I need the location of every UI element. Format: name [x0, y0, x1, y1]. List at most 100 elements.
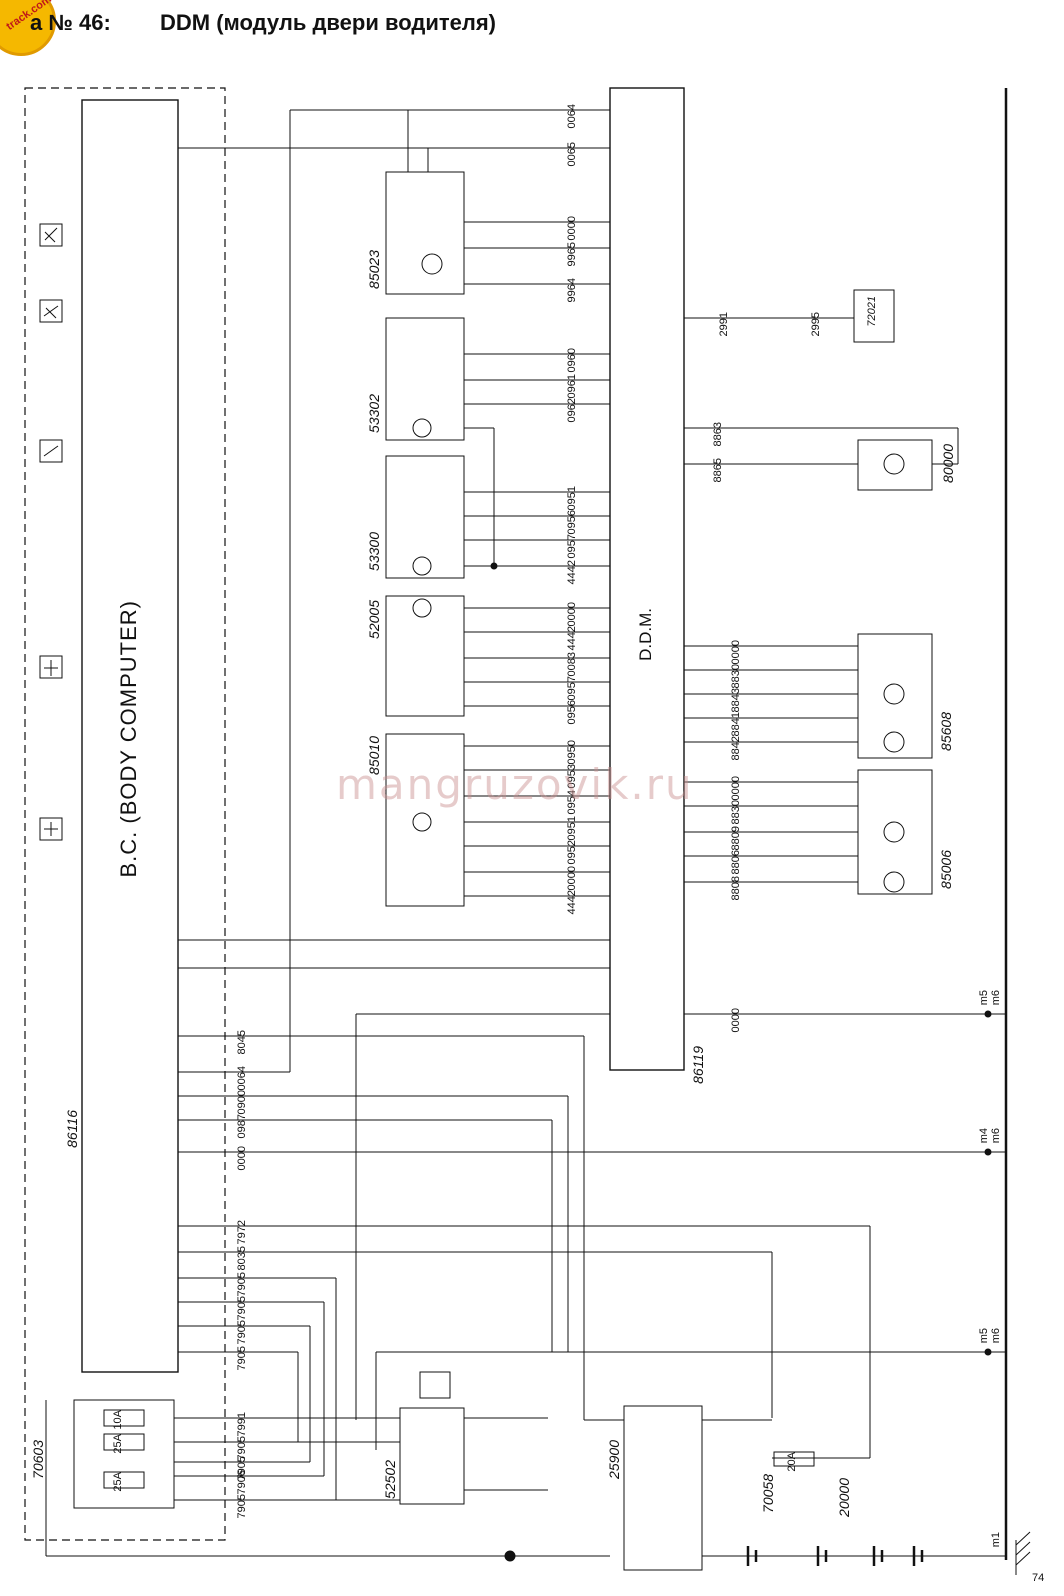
wire-code: 0064 [236, 1066, 248, 1091]
door-icon [39, 439, 63, 463]
ground-label: m5 [978, 1328, 990, 1344]
wire-code: 8830 [730, 664, 742, 689]
wire-code: 0961 [566, 374, 578, 399]
wire-code: 8806 [730, 850, 742, 875]
ddm-module-box [609, 87, 685, 1071]
wire-code: 4442 [566, 626, 578, 651]
ground-label: m1 [990, 1532, 1002, 1548]
ground-label: m6 [990, 1328, 1002, 1344]
relay-code: 25900 [606, 1440, 622, 1479]
wire-code: 8809 [730, 826, 742, 851]
mirror-85608-code: 85608 [938, 712, 954, 751]
wire-code: 2995 [810, 312, 822, 337]
wire-code: 0000 [730, 1008, 742, 1033]
can-lines [178, 939, 610, 1420]
wire-code: 8045 [236, 1030, 248, 1055]
key-icon [419, 1371, 451, 1399]
site-logo[interactable]: track.com [0, 0, 56, 56]
wire-code: 8842 [730, 736, 742, 761]
diagram-title: DDM (модуль двери водителя) [160, 10, 496, 35]
ddm-module-label: D.D.M. [636, 608, 655, 661]
mirror-heat-icon [39, 655, 63, 679]
fuse-10a [103, 1409, 145, 1427]
wire-code: 8841 [730, 712, 742, 737]
ground-label: m6 [990, 1128, 1002, 1144]
wire-code: 0000 [566, 866, 578, 891]
switch-53302 [385, 317, 610, 566]
ground-label: m6 [990, 990, 1002, 1006]
wire-code: 2991 [718, 312, 730, 337]
wire-code: 0064 [566, 104, 578, 129]
wire-code: 0956 [566, 700, 578, 725]
motor-85023 [385, 110, 610, 295]
motor-80000-code: 80000 [940, 444, 956, 483]
ground-label: m4 [978, 1128, 990, 1144]
wire-code: 7905 [236, 1494, 248, 1519]
bc-module-box [81, 99, 179, 1373]
ignition-52502 [399, 1371, 548, 1505]
wire-code: 0000 [730, 640, 742, 665]
wire-code: 8830 [730, 800, 742, 825]
diagram-number: а № 46: [30, 10, 111, 35]
wire-code: 8035 [236, 1246, 248, 1271]
switch-85010 [385, 733, 610, 907]
fuse-label-10a: 10A [112, 1410, 124, 1430]
wire-code: 7991 [236, 1412, 248, 1437]
fuse-20a [773, 1451, 815, 1467]
switch-53300 [385, 455, 610, 579]
switch-53302-code: 53302 [366, 394, 382, 433]
header: track.com а № 46: DDM (модуль двери води… [0, 0, 1064, 56]
fuse-box-70603 [45, 1399, 610, 1557]
lock-icon [39, 223, 63, 247]
mirror-85006-code: 85006 [938, 850, 954, 889]
wire-code: 0000 [236, 1146, 248, 1171]
ddm-code: 86119 [690, 1046, 706, 1084]
wire-code: 0000 [566, 216, 578, 241]
heater-icon [39, 299, 63, 323]
wire-code: 0000 [566, 602, 578, 627]
wire-code: 0962 [566, 398, 578, 423]
wire-code: 8843 [730, 688, 742, 713]
fuse-box-code: 70603 [30, 1440, 46, 1479]
fuse-label-25a-1: 25A [112, 1434, 124, 1454]
fuse-25a-1 [103, 1433, 145, 1451]
switch-52005 [385, 595, 610, 717]
wire-code: 0952 [566, 840, 578, 865]
wire-code: 7972 [236, 1220, 248, 1245]
fuse-label-20a: 20A [786, 1452, 798, 1472]
wire-code: 4442 [566, 560, 578, 585]
switch-52005-code: 52005 [366, 600, 382, 639]
bc-icons [39, 223, 63, 841]
wire-code: 0960 [566, 348, 578, 373]
wire-code: 0900 [236, 1090, 248, 1115]
relay-25900 [504, 1405, 1006, 1571]
fuse20-code: 70058 [760, 1474, 776, 1513]
bc-enclosure [24, 87, 226, 1541]
bc-lower-wires [178, 1035, 1006, 1500]
wire-code: 8865 [712, 458, 724, 483]
wire-code: 9965 [566, 242, 578, 267]
wire-code: 0957 [566, 534, 578, 559]
bc-module-label: B.C. (BODY COMPUTER) [116, 600, 141, 878]
right-components [684, 289, 1006, 1018]
wire-code: 0957 [566, 676, 578, 701]
wire-code: 8863 [712, 422, 724, 447]
wire-code: 7906 [236, 1470, 248, 1495]
wire-code: 0083 [566, 652, 578, 677]
ground-symbol [1015, 1531, 1031, 1575]
battery [746, 1546, 924, 1566]
conn-72021-code: 72021 [866, 296, 878, 327]
wire-code: 8808 [730, 876, 742, 901]
mirror-adjust-icon [39, 817, 63, 841]
wire-code: 7905 [236, 1320, 248, 1345]
wire-code: 0065 [566, 142, 578, 167]
wire-code: 9964 [566, 278, 578, 303]
switch-53300-code: 53300 [366, 532, 382, 571]
top-wires [178, 109, 610, 1073]
wire-code: 7905 [236, 1346, 248, 1371]
battery-code: 20000 [836, 1478, 852, 1517]
fuse-label-25a-2: 25A [112, 1472, 124, 1492]
ignition-code: 52502 [382, 1460, 398, 1499]
wire-code: 0951 [566, 816, 578, 841]
